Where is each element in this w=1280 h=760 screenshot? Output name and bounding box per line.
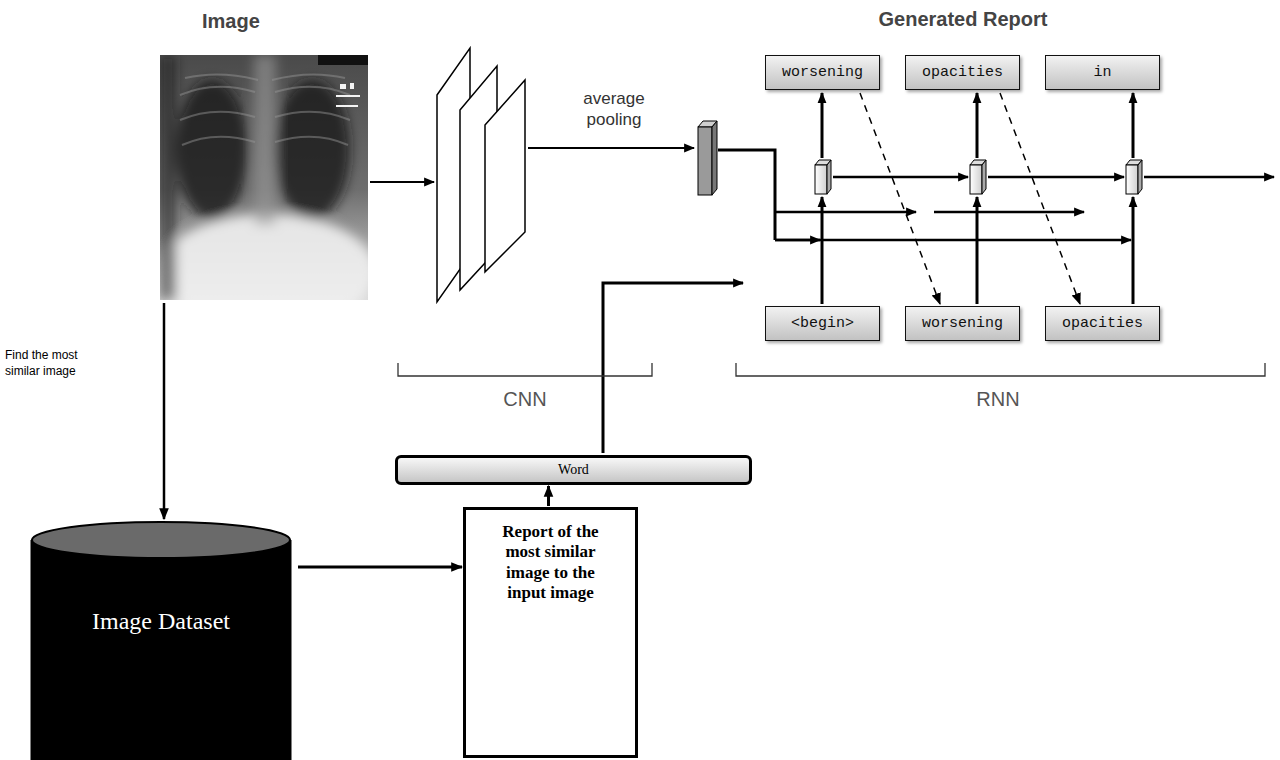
film-mark — [340, 84, 346, 89]
part-name-holder: CNN — [475, 388, 575, 411]
feature-arrow — [934, 211, 1084, 214]
clavicle — [185, 74, 258, 80]
feature-map — [485, 80, 525, 272]
word-to-rnn-arrow — [603, 283, 743, 453]
input-arrow — [1132, 197, 1135, 304]
database-cylinder-text: Image Dataset — [92, 608, 230, 635]
database-cylinder: Image Dataset — [30, 520, 292, 760]
input-word-box-text: <begin> — [791, 315, 854, 332]
output-word-box: opacities — [905, 55, 1020, 90]
cell-side — [827, 160, 831, 194]
clavicle — [272, 74, 345, 80]
rib — [275, 112, 350, 120]
rib — [275, 87, 350, 95]
left-lung — [274, 80, 350, 220]
operation-label-holder: average pooling — [574, 88, 654, 131]
cell-side — [982, 160, 986, 194]
cylinder-body — [31, 540, 291, 760]
input-arrow — [821, 197, 824, 304]
image-to-cnn-arrow — [370, 181, 434, 183]
dashed-feedback-arrow — [1000, 93, 1080, 304]
report-box-text: Report of the most similar image to the … — [489, 522, 613, 604]
part-name-holder: RNN — [948, 388, 1048, 411]
input-word-box-text: opacities — [1062, 315, 1143, 332]
rib — [180, 112, 255, 120]
report-box: Report of the most similar image to the … — [463, 507, 638, 758]
film-mark — [350, 83, 354, 89]
output-arrow — [976, 93, 979, 158]
output-arrow — [1132, 93, 1135, 158]
rnn-cells — [815, 160, 1142, 194]
state-arrow — [1144, 176, 1274, 179]
cell-front — [1126, 165, 1138, 194]
rnn-cell — [1126, 160, 1142, 194]
input-word-box-text: worsening — [922, 315, 1003, 332]
rnn-bracket — [736, 363, 1265, 376]
feature-line — [718, 150, 775, 240]
chest-xray — [160, 55, 368, 300]
xray-edge — [160, 55, 176, 300]
pooled-vector — [698, 121, 717, 195]
feature-arrow — [775, 239, 1131, 242]
cell-front — [815, 165, 827, 194]
heart-shadow — [160, 214, 368, 300]
edge-label: Find the most similar image — [5, 348, 101, 379]
brackets — [398, 363, 1265, 376]
rib — [275, 137, 348, 145]
rnn-cell — [815, 160, 831, 194]
film-edge — [318, 55, 368, 65]
part-name: CNN — [475, 388, 575, 411]
input-arrow — [976, 197, 979, 304]
cell-front — [970, 165, 982, 194]
feature-arrow — [775, 239, 820, 242]
flow-lines — [370, 93, 1274, 453]
film-mark — [336, 95, 360, 97]
dashed-feedback-arrow — [860, 93, 940, 304]
panel-heading-holder: Generated Report — [813, 8, 1113, 31]
state-arrow — [833, 176, 968, 179]
output-arrow — [821, 93, 824, 158]
rib — [182, 137, 255, 145]
cylinder-top — [32, 522, 290, 558]
input-word-box: worsening — [905, 306, 1020, 341]
output-word-box-text: worsening — [782, 64, 863, 81]
cylinder-shape — [30, 520, 292, 760]
cnn-layers — [437, 48, 525, 302]
output-word-box: worsening — [765, 55, 880, 90]
edge-label-holder: Find the most similar image — [5, 348, 101, 379]
cnn-bracket — [398, 363, 652, 376]
input-word-box: <begin> — [765, 306, 880, 341]
rib — [180, 87, 255, 95]
right-lung — [176, 80, 248, 220]
word-box-text: Word — [558, 462, 589, 478]
xray-image-text: Image — [202, 10, 260, 33]
vector-front — [698, 127, 712, 195]
retrieval-arrow — [298, 566, 462, 569]
xray-image: Image — [160, 55, 368, 300]
feature-arrow — [775, 211, 916, 214]
vector-side — [712, 121, 717, 195]
output-word-box: in — [1045, 55, 1160, 90]
feed-arrow — [547, 486, 550, 506]
search-arrow — [163, 303, 166, 519]
film-marks — [336, 83, 360, 107]
pooling-arrow — [528, 147, 694, 149]
part-name: RNN — [948, 388, 1048, 411]
cell-side — [1138, 160, 1142, 194]
xray-anatomy — [160, 55, 368, 300]
input-word-box: opacities — [1045, 306, 1160, 341]
ribs — [180, 74, 350, 145]
state-arrow — [988, 176, 1124, 179]
output-word-box-text: opacities — [922, 64, 1003, 81]
word-box: Word — [395, 455, 752, 485]
rnn-cell — [970, 160, 986, 194]
film-mark — [336, 105, 358, 107]
operation-label: average pooling — [574, 88, 654, 131]
panel-heading: Generated Report — [813, 8, 1113, 31]
output-word-box-text: in — [1093, 64, 1111, 81]
